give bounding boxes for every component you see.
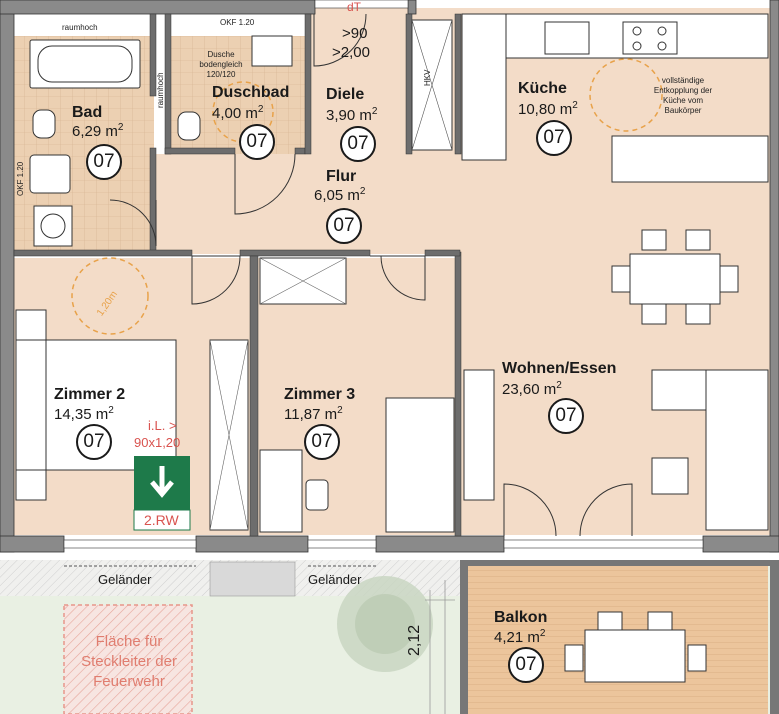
room-name-bad: Bad	[72, 104, 103, 121]
balkon-table	[564, 611, 707, 683]
unit-badge-zimmer2: 07	[76, 424, 112, 460]
note-diele-height-2: >2,00	[332, 44, 370, 61]
note-raumhoch-side: raumhoch	[156, 72, 165, 108]
note-raumhoch-top: raumhoch	[62, 23, 98, 32]
toilet-bad	[32, 109, 56, 139]
sideboard	[463, 369, 495, 501]
note-dt: dT	[347, 0, 362, 14]
unit-badge-duschbad: 07	[239, 124, 275, 160]
note-okf-top: OKF 1.20	[220, 18, 255, 27]
sofa	[651, 369, 769, 531]
room-name-duschbad: Duschbad	[212, 84, 290, 101]
room-area-kueche: 10,80 m2	[518, 100, 578, 118]
washbasin-dusch	[251, 35, 293, 67]
note-exit-label: 2.RW	[144, 512, 179, 528]
room-name-kueche: Küche	[518, 80, 567, 97]
room-name-zimmer2: Zimmer 2	[54, 386, 126, 403]
room-area-diele: 3,90 m2	[326, 106, 378, 124]
room-name-flur: Flur	[326, 168, 357, 185]
note-exit-dim-2: 90x1,20	[134, 435, 181, 450]
room-name-balkon: Balkon	[494, 609, 548, 626]
note-gelaender-left: Geländer	[98, 572, 152, 587]
unit-badge-zimmer3: 07	[304, 424, 340, 460]
note-dimension-212: 2,12	[406, 624, 423, 656]
washbasin-bad	[29, 154, 71, 194]
single-bed	[385, 397, 455, 533]
note-gelaender-right: Geländer	[308, 572, 362, 587]
room-area-bad: 6,29 m2	[72, 122, 124, 140]
room-name-diele: Diele	[326, 86, 365, 103]
note-okf-left: OKF 1.20	[16, 161, 25, 196]
fire-ladder-area	[63, 604, 193, 714]
turning-circle-kueche	[589, 58, 663, 132]
desk	[259, 449, 303, 533]
dining-table	[611, 229, 739, 325]
room-area-wohnen: 23,60 m2	[502, 380, 562, 398]
turning-circle-zimmer2	[71, 257, 149, 335]
unit-badge-diele: 07	[340, 126, 376, 162]
room-name-zimmer3: Zimmer 3	[284, 386, 356, 403]
light-well	[209, 561, 296, 597]
unit-badge-kueche: 07	[536, 120, 572, 156]
room-area-zimmer3: 11,87 m2	[284, 405, 343, 423]
kitchen-counter	[461, 13, 769, 183]
room-area-balkon: 4,21 m2	[494, 628, 546, 646]
note-diele-height-1: >90	[342, 25, 368, 42]
door-bad	[109, 199, 157, 247]
unit-badge-bad: 07	[86, 144, 122, 180]
unit-badge-balkon: 07	[508, 647, 544, 683]
note-kueche: vollständige Entkopplung der Küche vom B…	[653, 76, 713, 115]
room-area-duschbad: 4,00 m2	[212, 104, 264, 122]
note-dusche: Dusche bodengleich 120/120	[199, 50, 243, 79]
unit-badge-flur: 07	[326, 208, 362, 244]
room-area-flur: 6,05 m2	[314, 186, 366, 204]
note-feuerwehr: Fläche für Steckleiter der Feuerwehr	[81, 633, 177, 690]
flur-floor	[154, 154, 460, 254]
room-area-zimmer2: 14,35 m2	[54, 405, 114, 423]
note-hkv: HKV	[423, 69, 432, 86]
note-exit-dim-1: i.L. >	[148, 418, 177, 433]
toilet-dusch	[177, 111, 201, 141]
unit-badge-wohnen: 07	[548, 398, 584, 434]
room-name-wohnen: Wohnen/Essen	[502, 360, 617, 377]
